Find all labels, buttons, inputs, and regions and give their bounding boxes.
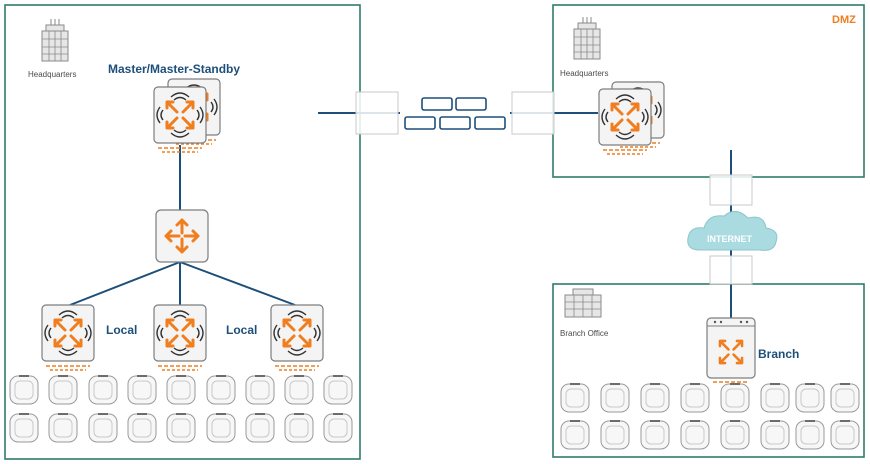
access-point-icon <box>640 420 670 450</box>
access-point-icon <box>206 375 236 405</box>
hq-access-points <box>9 375 353 443</box>
access-point-icon <box>48 375 78 405</box>
access-point-icon <box>640 383 670 413</box>
local-controller-icon <box>154 305 206 370</box>
dmz-label: DMZ <box>832 14 856 26</box>
master-standby-controller-icon <box>154 79 220 152</box>
access-point-icon <box>323 375 353 405</box>
access-point-icon <box>245 375 275 405</box>
local-label: Local <box>226 323 257 337</box>
access-point-icon <box>830 383 860 413</box>
access-point-icon <box>245 413 275 443</box>
access-point-icon <box>166 413 196 443</box>
firewall-icon <box>404 97 506 130</box>
headquarters-zone <box>4 4 361 460</box>
branch-controller-icon <box>706 317 756 383</box>
access-point-icon <box>600 420 630 450</box>
access-point-icon <box>323 413 353 443</box>
access-point-icon <box>9 413 39 443</box>
local-controller-icon <box>271 305 323 370</box>
access-point-icon <box>88 375 118 405</box>
access-point-icon <box>760 420 790 450</box>
access-point-icon <box>680 383 710 413</box>
access-point-icon <box>560 420 590 450</box>
dmz-building-label: Headquarters <box>560 69 608 78</box>
access-point-icon <box>284 375 314 405</box>
access-point-icon <box>600 383 630 413</box>
access-point-icon <box>720 383 750 413</box>
cloud-icon <box>687 211 778 251</box>
link-crossing-boxes <box>355 91 753 285</box>
access-point-icon <box>720 420 750 450</box>
access-point-icon <box>88 413 118 443</box>
access-point-icon <box>795 420 825 450</box>
building-icon <box>41 18 69 62</box>
local-controller-icon <box>42 305 94 370</box>
access-point-icon <box>127 413 157 443</box>
branch-building-icon <box>564 288 602 318</box>
access-point-icon <box>760 383 790 413</box>
branch-building-label: Branch Office <box>560 329 609 338</box>
access-point-icon <box>795 383 825 413</box>
access-point-icon <box>830 420 860 450</box>
master-standby-label: Master/Master-Standby <box>108 62 240 76</box>
branch-label: Branch <box>758 347 799 361</box>
local-label: Local <box>106 323 137 337</box>
access-point-icon <box>680 420 710 450</box>
access-point-icon <box>166 375 196 405</box>
access-point-icon <box>127 375 157 405</box>
building-icon <box>573 16 601 60</box>
branch-office-zone <box>552 283 865 458</box>
hq-building-label: Headquarters <box>28 70 76 79</box>
branch-access-points <box>560 383 860 450</box>
internet-label: INTERNET <box>707 234 753 244</box>
switch-icon <box>155 209 209 263</box>
dmz-controller-icon <box>599 82 664 154</box>
access-point-icon <box>560 383 590 413</box>
access-point-icon <box>48 413 78 443</box>
access-point-icon <box>9 375 39 405</box>
dmz-zone <box>552 4 865 178</box>
access-point-icon <box>206 413 236 443</box>
access-point-icon <box>284 413 314 443</box>
